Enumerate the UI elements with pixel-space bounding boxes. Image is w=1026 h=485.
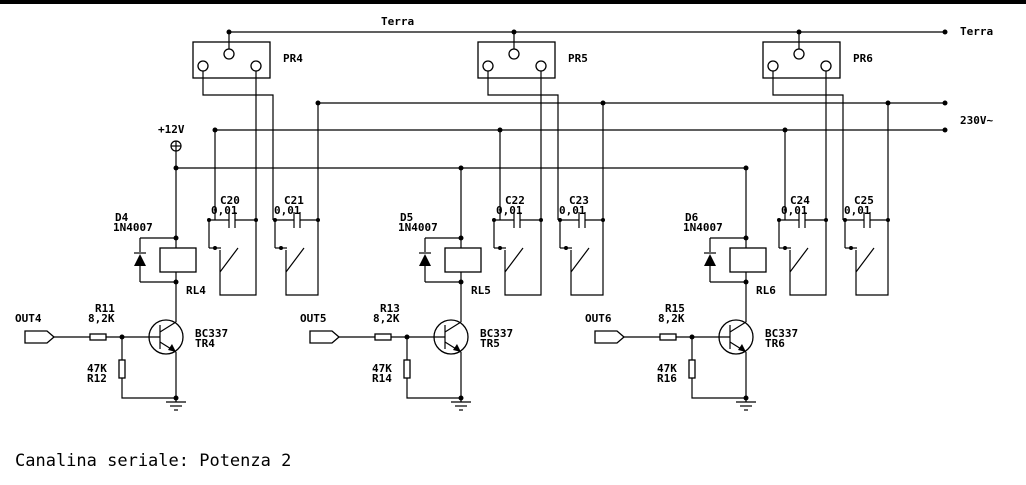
capacitor-b [558,212,605,248]
transistor-label: TR4 [195,337,215,350]
capacitor-b [843,212,890,248]
transistor-label: TR5 [480,337,500,350]
pulldown-resistor-label: R14 [372,372,392,385]
supply-rail [170,140,746,169]
pulldown-resistor [118,337,179,401]
capacitor-a [492,212,543,248]
pulldown-resistor-value: 47K [657,362,677,375]
diode-label: D6 [685,211,699,224]
cap-a-label: C20 [220,194,240,207]
input-connector [594,330,660,344]
base-resistor-value: 8,2K [658,312,685,325]
driver-transistor [718,282,756,411]
diode-label: D5 [400,211,413,224]
driver-transistor [148,282,186,411]
base-resistor-value: 8,2K [88,312,115,325]
channel-2: PR5 [300,29,606,411]
base-resistor [89,333,160,341]
base-resistor-label: R15 [665,302,685,315]
terra-right-label: Terra [960,25,993,38]
cap-b-value: 0,01 [559,204,586,217]
relay-coil [140,165,197,285]
cap-a-label: C24 [790,194,810,207]
terra-top-label: Terra [381,15,414,28]
input-label: OUT5 [300,312,327,325]
relay-coil [710,165,767,285]
plug-label: PR6 [853,52,873,65]
transistor-type: BC337 [195,327,228,340]
flyback-diode [704,238,716,282]
base-resistor [659,333,730,341]
cap-b-value: 0,01 [844,204,871,217]
top-border [0,0,1026,4]
mains-label: 230V~ [960,114,993,127]
base-resistor-label: R11 [95,302,115,315]
cap-a-value: 0,01 [211,204,238,217]
supply-label: +12V [158,123,185,136]
pulldown-resistor [688,337,749,401]
cap-a-value: 0,01 [781,204,808,217]
channel-1: PR4 [15,29,321,411]
input-connector [24,330,90,344]
relay-label: RL5 [471,284,491,297]
diode-type: 1N4007 [113,221,153,234]
pulldown-resistor [403,337,464,401]
cap-b-label: C25 [854,194,874,207]
input-label: OUT4 [15,312,42,325]
relay-label: RL6 [756,284,776,297]
relay-label: RL4 [186,284,206,297]
input-connector [309,330,375,344]
base-resistor-label: R13 [380,302,400,315]
diode-type: 1N4007 [683,221,723,234]
flyback-diode [134,238,146,282]
base-resistor-value: 8,2K [373,312,400,325]
diode-type: 1N4007 [398,221,438,234]
caption: Canalina seriale: Potenza 2 [15,451,291,471]
pulldown-resistor-label: R12 [87,372,107,385]
relay-contacts [202,71,321,296]
plug-label: PR5 [568,52,588,65]
relay-contacts [487,71,606,296]
flyback-diode [419,238,431,282]
cap-b-label: C21 [284,194,304,207]
transistor-label: TR6 [765,337,785,350]
power-plug [192,29,271,79]
plug-label: PR4 [283,52,303,65]
pulldown-resistor-label: R16 [657,372,677,385]
capacitor-a [207,212,258,248]
transistor-type: BC337 [765,327,798,340]
power-plug [477,29,556,79]
relay-coil [425,165,482,285]
input-label: OUT6 [585,312,612,325]
relay-contacts [772,71,891,296]
mains-bus [215,100,948,133]
cap-a-value: 0,01 [496,204,523,217]
cap-b-value: 0,01 [274,204,301,217]
cap-b-label: C23 [569,194,589,207]
diode-label: D4 [115,211,129,224]
pulldown-resistor-value: 47K [372,362,392,375]
power-plug [762,29,841,79]
transistor-type: BC337 [480,327,513,340]
channel-3: PR6 [585,29,891,411]
terra-bus [229,29,948,35]
driver-transistor [433,282,471,411]
capacitor-a [777,212,828,248]
pulldown-resistor-value: 47K [87,362,107,375]
capacitor-b [273,212,320,248]
cap-a-label: C22 [505,194,525,207]
